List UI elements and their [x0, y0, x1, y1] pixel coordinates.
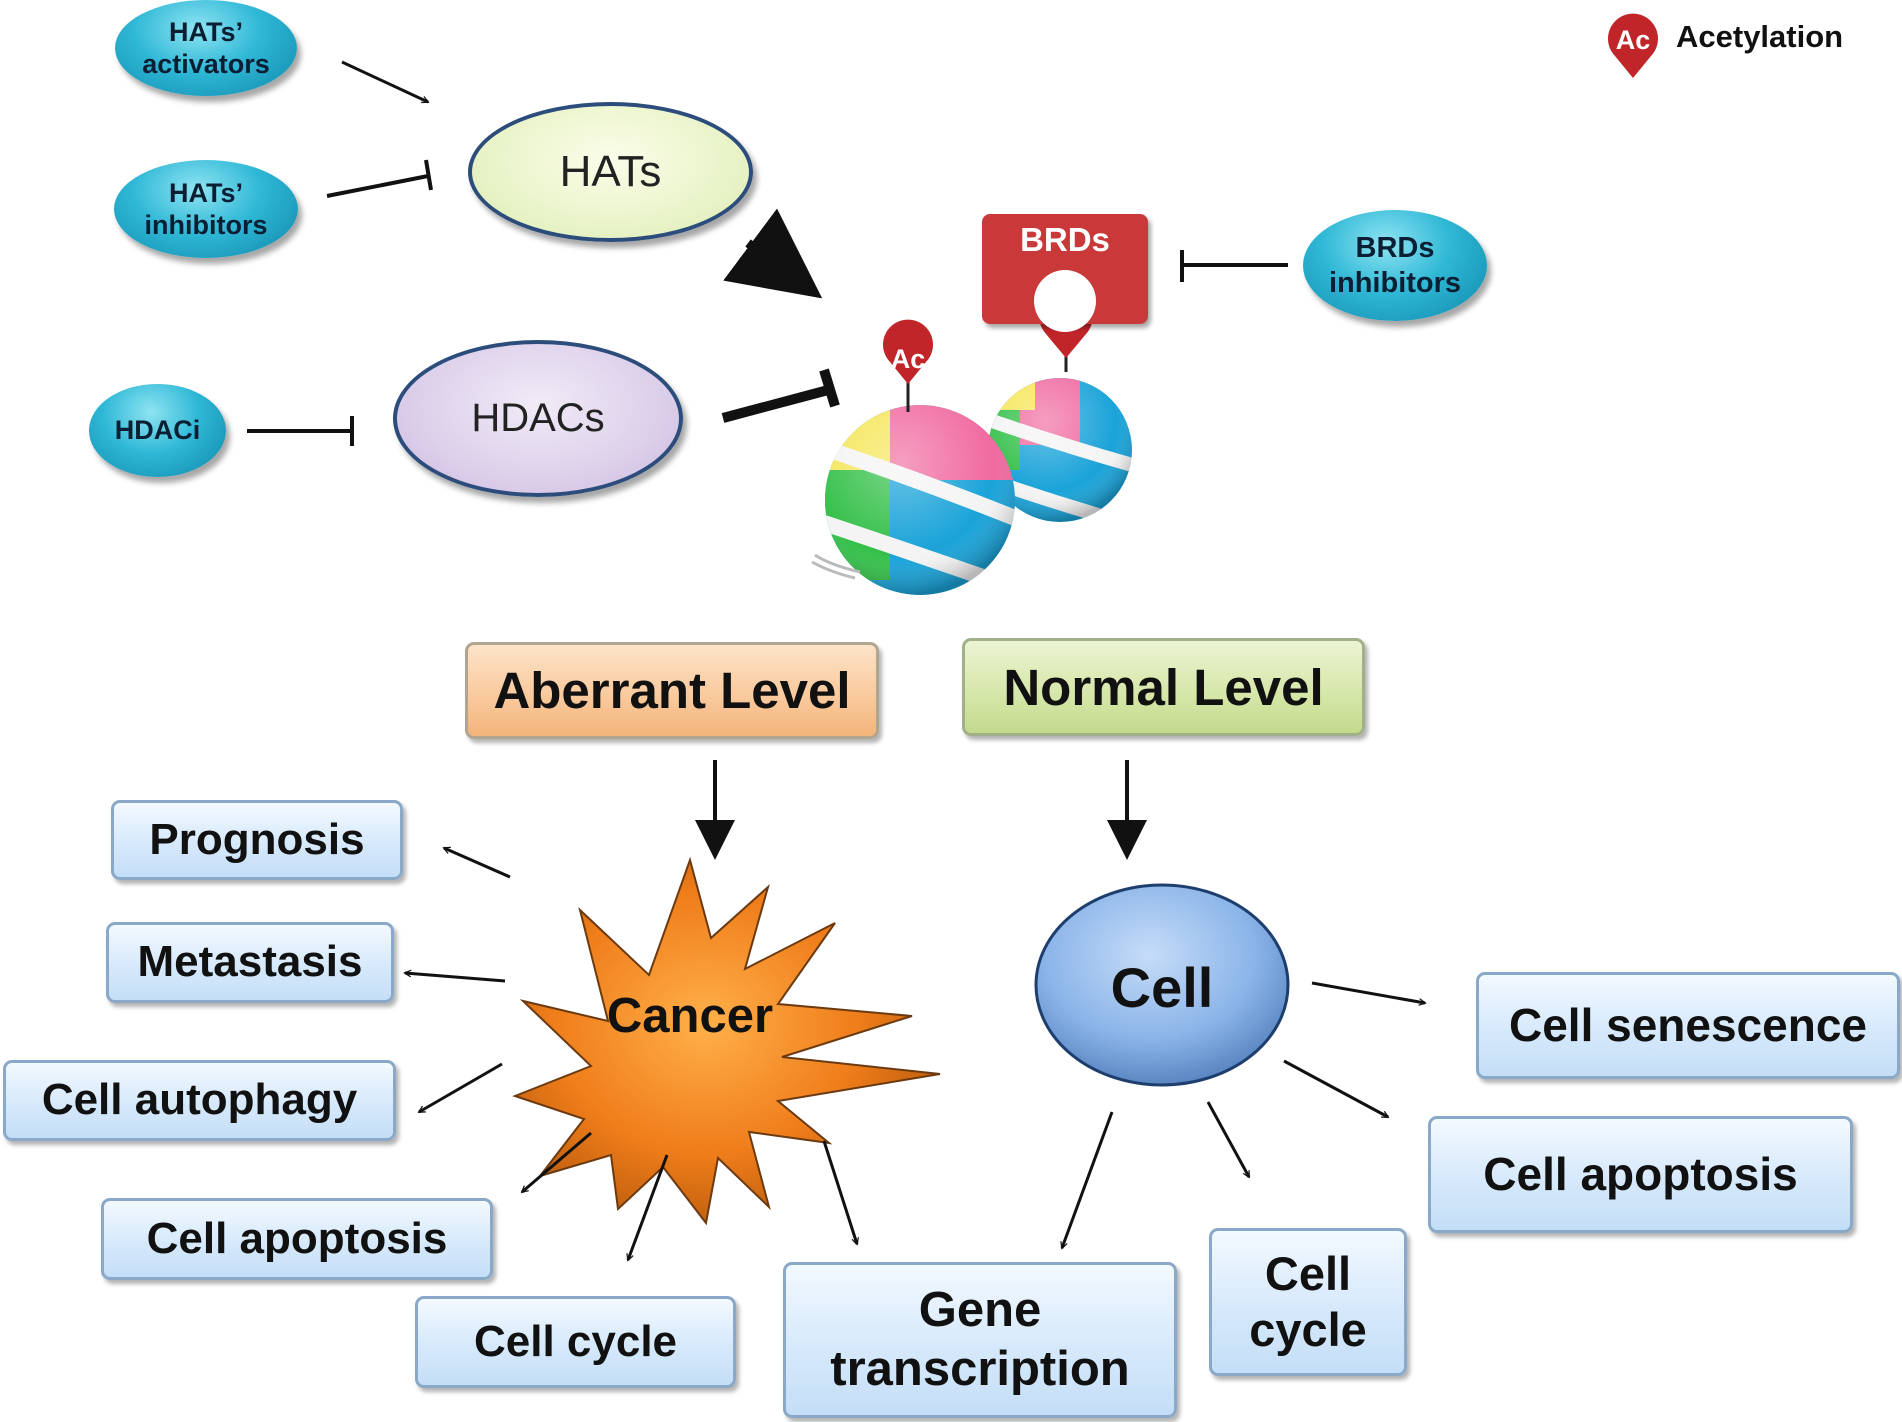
ac-marker-left-pin [882, 319, 933, 412]
prognosis-label: Prognosis [149, 814, 365, 864]
normal-level-box: Normal Level [962, 638, 1365, 736]
gene-transcription-box: Gene transcription [783, 1262, 1177, 1418]
cancer-cycle-label: Cell cycle [473, 1316, 678, 1366]
cancer-star-shape [512, 856, 941, 1226]
hats-activators-node: HATs’ activators [115, 0, 297, 96]
cell-label: Cell [1110, 955, 1214, 1019]
cell-senescence-label: Cell senescence [1508, 998, 1867, 1051]
cancer-autophagy-label: Cell autophagy [41, 1075, 358, 1125]
gene-transcription-label: Gene transcription [830, 1283, 1130, 1396]
brds-node: BRDs [982, 214, 1148, 332]
hats-activators-label: HATs’ activators [142, 16, 270, 79]
inhibition-line [326, 174, 429, 198]
acetylation-legend-label: Acetylation [1676, 19, 1844, 54]
cancer-autophagy-box: Cell autophagy [3, 1060, 396, 1141]
cancer-to-gene-transcription-arrow [822, 1140, 857, 1244]
to-cancer-apoptosis-arrow [522, 1131, 592, 1192]
hats-label: HATs [559, 147, 662, 196]
to-cancer-cycle-arrow [628, 1154, 669, 1260]
metastasis-box: Metastasis [106, 922, 394, 1003]
to-senescence-arrow [1311, 981, 1425, 1003]
prognosis-box: Prognosis [111, 800, 403, 880]
hdacs-inhibit-line [721, 384, 834, 423]
cell-to-gene-transcription-arrow [1062, 1111, 1114, 1248]
hdaci-label: HDACi [114, 415, 201, 446]
metastasis-label: Metastasis [137, 937, 363, 987]
to-cell-apoptosis-arrow [1283, 1059, 1388, 1119]
hats-inhibitors-node: HATs’ inhibitors [114, 160, 298, 258]
to-cell-cycle-arrow [1206, 1101, 1251, 1177]
nucleosome-graphic [811, 378, 1132, 595]
cancer-apoptosis-label: Cell apoptosis [146, 1213, 448, 1263]
cell-apoptosis-box: Cell apoptosis [1428, 1116, 1853, 1233]
cell-senescence-box: Cell senescence [1476, 972, 1900, 1079]
regulation-arrows [247, 60, 1288, 446]
brds-label: BRDs [1020, 221, 1110, 258]
to-metastasis-arrow [405, 973, 506, 983]
hdacs-label: HDACs [471, 396, 605, 440]
cell-cycle-box: Cell cycle [1209, 1228, 1407, 1376]
brds-inhibitors-node: BRDs inhibitors [1303, 210, 1487, 321]
cancer-label: Cancer [606, 989, 774, 1043]
to-prognosis-arrow [444, 846, 511, 879]
hdacs-inhibit-bar [819, 368, 840, 408]
to-autophagy-arrow [419, 1062, 503, 1114]
ac-legend-pin [1608, 13, 1658, 78]
brds-inhibitors-label: BRDs inhibitors [1328, 231, 1462, 299]
hats-to-histone-arrow [723, 208, 823, 299]
cell-apoptosis-label: Cell apoptosis [1483, 1147, 1798, 1200]
inhibition-bar [424, 159, 433, 191]
brd-pocket [1034, 270, 1096, 332]
cancer-apoptosis-box: Cell apoptosis [101, 1198, 493, 1280]
cancer-cycle-box: Cell cycle [415, 1296, 736, 1388]
ac-marker-brd: Ac [1047, 301, 1085, 334]
activation-arrow [341, 60, 428, 104]
cell-oval-shape [1034, 883, 1290, 1087]
hdacs-node: HDACs [393, 340, 683, 497]
aberrant-level-label: Aberrant Level [493, 662, 851, 719]
cell-cycle-label: Cell cycle [1249, 1246, 1367, 1356]
outcome-arrows [405, 760, 1425, 1260]
hats-inhibitors-label: HATs’ inhibitors [144, 177, 268, 240]
hats-node: HATs [468, 102, 753, 242]
normal-level-label: Normal Level [1003, 658, 1324, 716]
ac-legend-badge: Ac [1615, 24, 1651, 55]
aberrant-level-box: Aberrant Level [465, 642, 879, 739]
ac-marker-left: Ac [890, 343, 926, 374]
hdaci-node: HDACi [89, 384, 226, 477]
